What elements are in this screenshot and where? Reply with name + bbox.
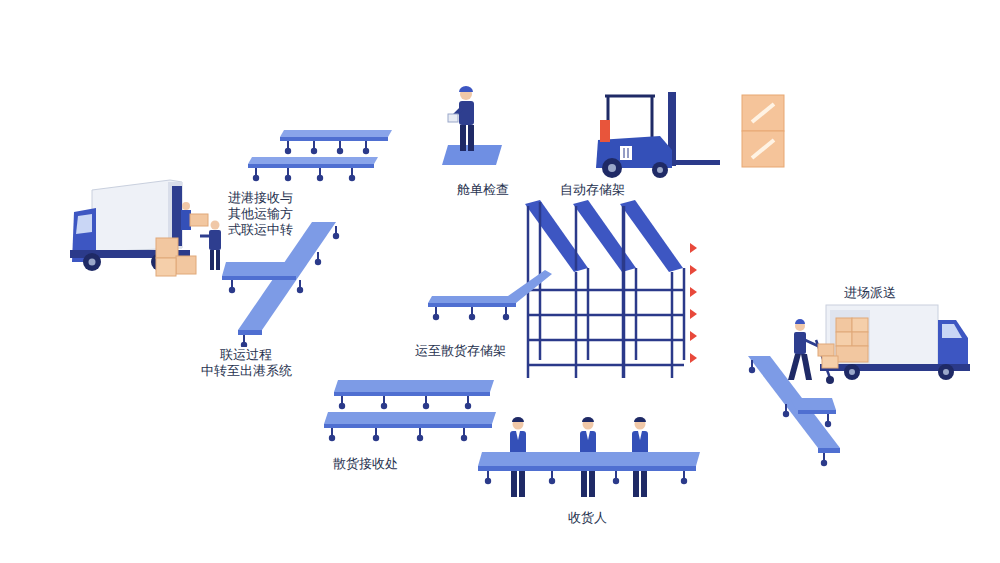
- step-label: 联运过程 中转至出港系统: [194, 347, 298, 379]
- step-label: 收货人: [566, 507, 609, 526]
- step-label-text: 进港接收与 其他运输方 式联运中转: [225, 190, 295, 238]
- step-label-text: 舱单检查: [455, 182, 511, 198]
- inspector: [442, 86, 502, 165]
- conveyor: [334, 380, 494, 409]
- truck: [820, 305, 970, 380]
- step-label-text: 收货人: [566, 510, 609, 526]
- conveyor: [248, 157, 378, 181]
- worker-hand-truck: [788, 319, 838, 384]
- conveyor: [222, 222, 339, 348]
- truck: [70, 180, 221, 276]
- step-label-text: 联运过程 中转至出港系统: [194, 347, 298, 379]
- boxes: [742, 95, 784, 167]
- step-label: 进港接收与 其他运输方 式联运中转: [225, 190, 295, 238]
- step-label-text: 散货接收处: [331, 456, 400, 472]
- red-markers: [690, 243, 697, 363]
- step-label-text: 运至散货存储架: [413, 343, 508, 359]
- conveyor: [478, 452, 700, 484]
- step-label: 进场派送: [842, 282, 898, 301]
- step-label-text: 进场派送: [842, 285, 898, 301]
- step-label: 舱单检查: [455, 179, 511, 198]
- conveyor: [428, 270, 552, 320]
- step-label-text: 自动存储架: [558, 182, 627, 198]
- conveyor: [324, 412, 496, 441]
- step-label: 自动存储架: [558, 179, 627, 198]
- conveyor: [280, 130, 392, 154]
- step-label: 运至散货存储架: [413, 340, 508, 359]
- step-label: 散货接收处: [331, 453, 400, 472]
- forklift: [596, 92, 720, 178]
- storage-rack: [525, 200, 684, 378]
- conveyor: [748, 356, 840, 466]
